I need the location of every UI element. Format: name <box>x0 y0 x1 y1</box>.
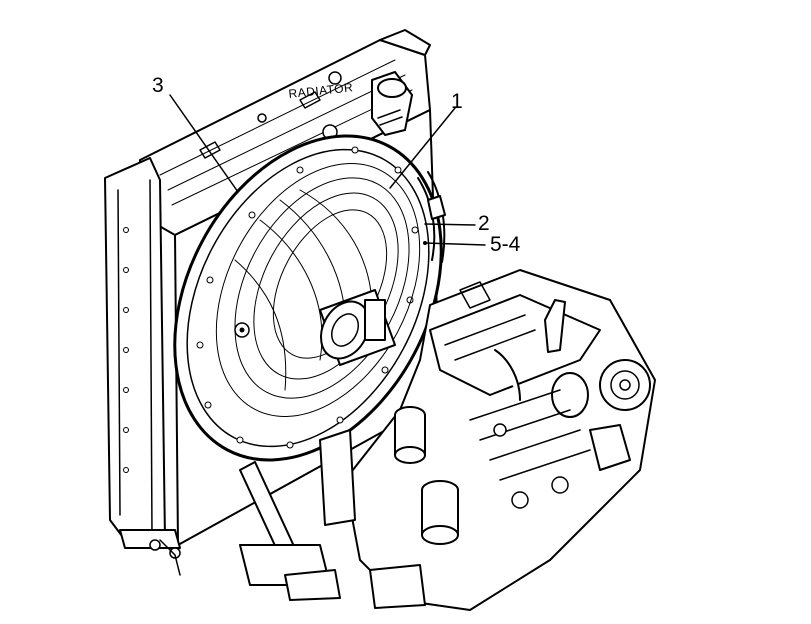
leader-line-5-4 <box>424 242 486 246</box>
turbocharger <box>551 359 651 418</box>
leader-line-3 <box>169 94 239 193</box>
engine-block <box>319 269 656 611</box>
support-struts <box>159 461 341 601</box>
shroud-bolts <box>196 146 419 449</box>
leader-line-1 <box>389 107 456 189</box>
callout-5-4: 5-4 <box>490 233 521 256</box>
fan-hub <box>234 289 396 366</box>
oil-filter <box>394 406 426 464</box>
radiator-cap <box>371 71 413 136</box>
callout-1: 1 <box>451 90 463 113</box>
radiator-plate-label: RADIATOR <box>288 80 354 101</box>
fuel-filter <box>421 480 459 545</box>
leader-line-2 <box>424 223 476 226</box>
fan-shroud <box>173 134 443 462</box>
radiator-hose <box>417 171 446 263</box>
callout-3: 3 <box>152 74 164 97</box>
callout-2: 2 <box>478 212 490 235</box>
callout-labels: 3 1 2 5-4 <box>152 74 521 256</box>
leader-lines <box>169 94 486 246</box>
fan-blades <box>215 163 421 417</box>
left-side-frame <box>104 157 181 559</box>
